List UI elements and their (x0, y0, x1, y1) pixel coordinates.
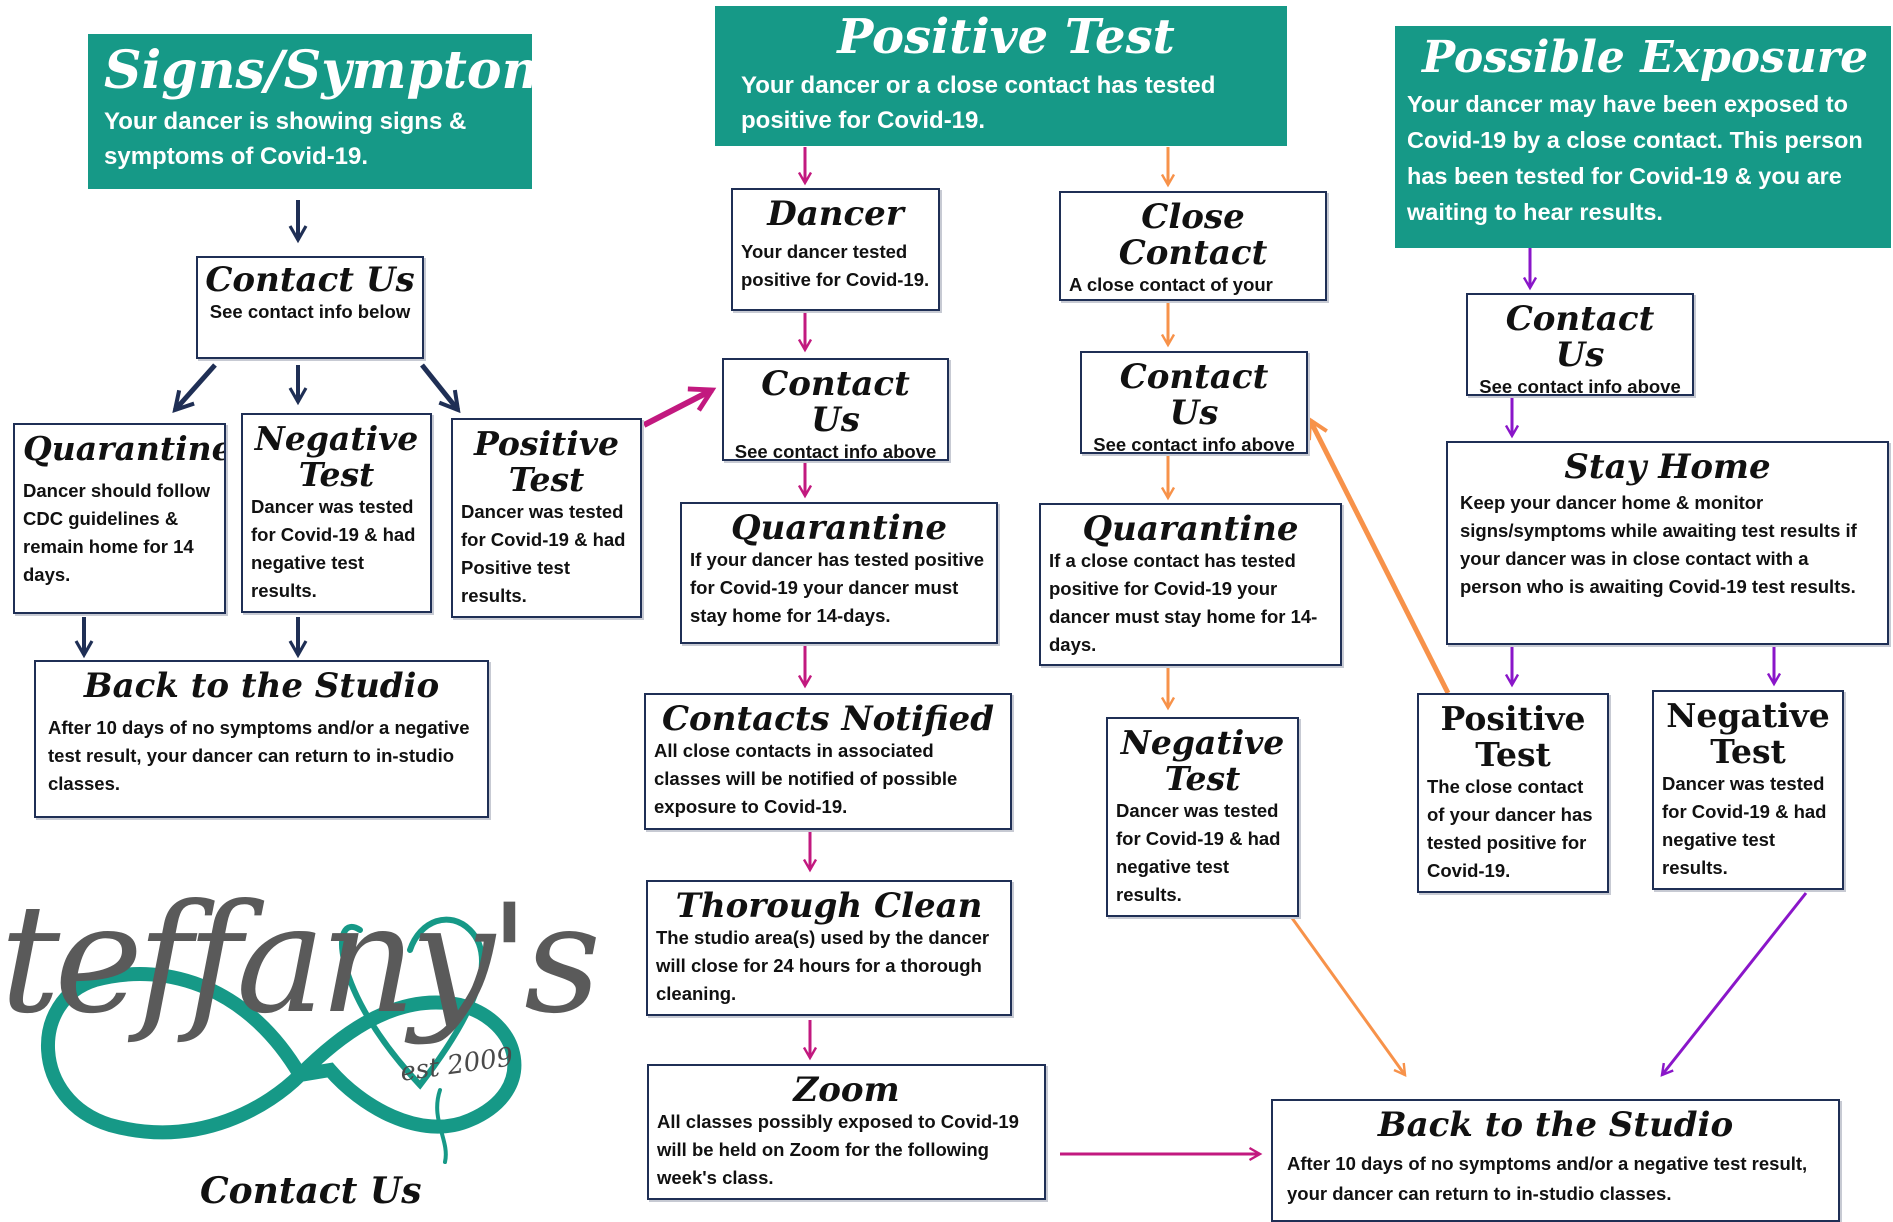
exposure-header: Possible Exposure Your dancer may have b… (1395, 26, 1891, 248)
exposure-contact-box: Contact Us See contact info above (1466, 293, 1694, 396)
logo-wordmark: teffany's (0, 873, 601, 1047)
signs-quarantine-title: Quarantine (23, 429, 226, 468)
close-contact-title: Close Contact (1118, 197, 1268, 273)
signs-back-title: Back to the Studio (83, 666, 440, 706)
signs-quarantine-text: Dancer should follow CDC guidelines & re… (23, 480, 211, 585)
arrow (172, 363, 217, 414)
dancer-text: Your dancer tested positive for Covid-19… (741, 241, 930, 290)
close-quarantine-text: If a close contact has tested positive f… (1049, 550, 1318, 655)
zoom-text: All classes possibly exposed to Covid-19… (657, 1111, 1019, 1188)
contacts-notified-text: All close contacts in associated classes… (654, 740, 958, 817)
zoom-box: Zoom All classes possibly exposed to Cov… (647, 1064, 1046, 1200)
final-back-text: After 10 days of no symptoms and/or a ne… (1287, 1153, 1808, 1204)
signs-positive-title: Positive Test (473, 424, 619, 499)
exposure-header-title: Possible Exposure (1421, 32, 1869, 83)
infinity-heart-logo (41, 916, 522, 1164)
stay-home-title: Stay Home (1564, 447, 1771, 487)
signs-positive-text: Dancer was tested for Covid-19 & had Pos… (461, 501, 626, 606)
close-contact-box: Close Contact A close contact of your da… (1059, 191, 1327, 301)
signs-contact-title: Contact Us (205, 260, 415, 300)
arrow (1660, 892, 1808, 1077)
signs-negative-title: Negative Test (254, 419, 419, 494)
signs-header: Signs/Symptoms Your dancer is showing si… (88, 34, 586, 189)
close-contact-us-text: See contact info above (1093, 434, 1295, 454)
signs-contact-box: Contact Us See contact info below (196, 256, 424, 359)
dancer-contact-box: Contact Us See contact info above (722, 358, 949, 461)
exposure-positive-box: Positive Test The close contact of your … (1417, 693, 1609, 893)
final-back-box: Back to the Studio After 10 days of no s… (1271, 1099, 1840, 1222)
signs-back-box: Back to the Studio After 10 days of no s… (34, 660, 489, 818)
exposure-contact-text: See contact info above (1479, 376, 1681, 396)
signs-back-text: After 10 days of no symptoms and/or a ne… (48, 717, 470, 794)
dancer-quarantine-text: If your dancer has tested positive for C… (690, 549, 985, 626)
close-negative-title: Negative Test (1120, 723, 1285, 798)
close-contact-text: A close contact of your dancer has teste… (1069, 274, 1273, 295)
signs-header-title: Signs/Symptoms (104, 40, 586, 101)
dancer-quarantine-title: Quarantine (730, 508, 947, 548)
signs-quarantine-box: Quarantine Dancer should follow CDC guid… (13, 423, 226, 614)
signs-header-desc: Your dancer is showing signs & symptoms … (104, 108, 467, 170)
arrow (420, 363, 461, 414)
final-back-title: Back to the Studio (1377, 1105, 1734, 1145)
stay-home-box: Stay Home Keep your dancer home & monito… (1446, 441, 1889, 645)
dancer-box: Dancer Your dancer tested positive for C… (731, 188, 940, 311)
footer-contact-title: Contact Us (200, 1170, 422, 1212)
contacts-notified-title: Contacts Notified (661, 699, 995, 739)
dancer-contact-title: Contact Us (761, 364, 910, 440)
arrow (642, 386, 717, 428)
arrow (1306, 416, 1451, 695)
positive-header: Positive Test Your dancer or a close con… (715, 6, 1287, 146)
close-contact-us-box: Contact Us See contact info above (1080, 351, 1308, 454)
positive-header-title: Positive Test (837, 9, 1175, 65)
exposure-positive-title: Positive Test (1440, 699, 1586, 774)
dancer-quarantine-box: Quarantine If your dancer has tested pos… (680, 502, 998, 644)
positive-header-desc: Your dancer or a close contact has teste… (741, 72, 1216, 134)
zoom-title: Zoom (793, 1070, 900, 1110)
exposure-negative-title: Negative Test (1666, 696, 1830, 771)
arrow (1290, 917, 1407, 1077)
close-negative-text: Dancer was tested for Covid-19 & had neg… (1116, 800, 1281, 905)
stay-home-text: Keep your dancer home & monitor signs/sy… (1460, 492, 1857, 597)
exposure-negative-text: Dancer was tested for Covid-19 & had neg… (1662, 773, 1827, 878)
thorough-clean-box: Thorough Clean The studio area(s) used b… (646, 880, 1012, 1016)
exposure-positive-text: The close contact of your dancer has tes… (1427, 776, 1593, 881)
signs-negative-box: Negative Test Dancer was tested for Covi… (241, 413, 432, 613)
thorough-clean-title: Thorough Clean (675, 886, 983, 926)
dancer-contact-text: See contact info above (734, 441, 937, 461)
close-quarantine-title: Quarantine (1082, 509, 1299, 549)
signs-positive-box: Positive Test Dancer was tested for Covi… (451, 418, 642, 618)
dancer-title: Dancer (767, 194, 904, 234)
exposure-header-desc: Your dancer may have been exposed to Cov… (1407, 91, 1863, 225)
signs-negative-text: Dancer was tested for Covid-19 & had neg… (251, 496, 416, 601)
contacts-notified-box: Contacts Notified All close contacts in … (644, 693, 1012, 830)
exposure-contact-title: Contact Us (1505, 299, 1655, 375)
exposure-negative-box: Negative Test Dancer was tested for Covi… (1652, 690, 1844, 890)
thorough-clean-text: The studio area(s) used by the dancer wi… (656, 927, 990, 1004)
close-quarantine-box: Quarantine If a close contact has tested… (1039, 503, 1342, 666)
close-negative-box: Negative Test Dancer was tested for Covi… (1106, 717, 1299, 917)
signs-contact-text: See contact info below (209, 301, 411, 322)
close-contact-us-title: Contact Us (1119, 357, 1269, 433)
